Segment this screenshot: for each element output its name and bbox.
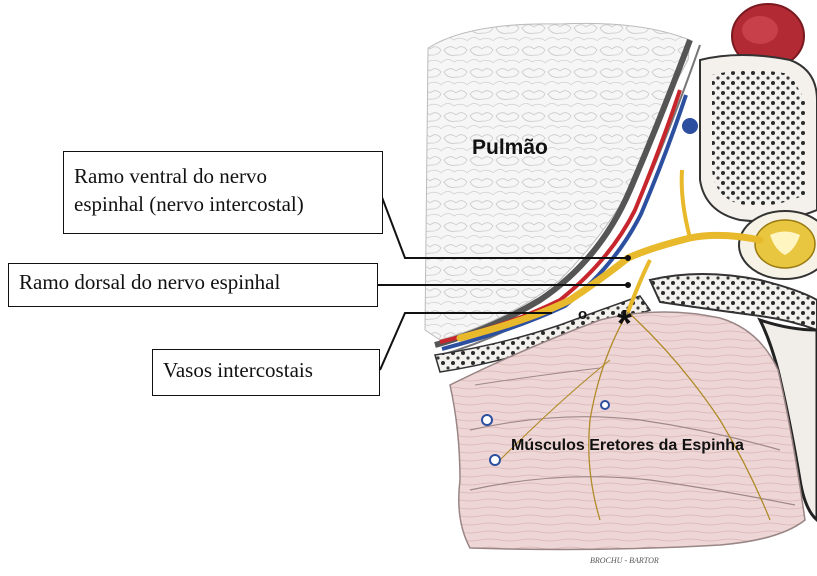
callout-ventral-line2: espinhal (nervo intercostal) <box>74 190 372 218</box>
artist-signature: BROCHU - BARTOR <box>590 556 659 565</box>
callout-ventral-line1: Ramo ventral do nervo <box>74 162 372 190</box>
callout-vasos-text: Vasos intercostais <box>163 356 369 384</box>
lung-region <box>425 23 690 340</box>
callout-dorsal-ramus: Ramo dorsal do nervo espinhal <box>8 263 378 307</box>
callout-intercostal-vessels: Vasos intercostais <box>152 349 380 396</box>
callout-ventral-ramus: Ramo ventral do nervo espinhal (nervo in… <box>63 151 383 234</box>
marker-asterisk: * <box>617 303 632 346</box>
callout-dorsal-text: Ramo dorsal do nervo espinhal <box>19 268 367 296</box>
marker-o: o <box>578 306 587 323</box>
muscles-label: Músculos Eretores da Espinha <box>511 437 744 455</box>
lung-label: Pulmão <box>472 136 548 160</box>
